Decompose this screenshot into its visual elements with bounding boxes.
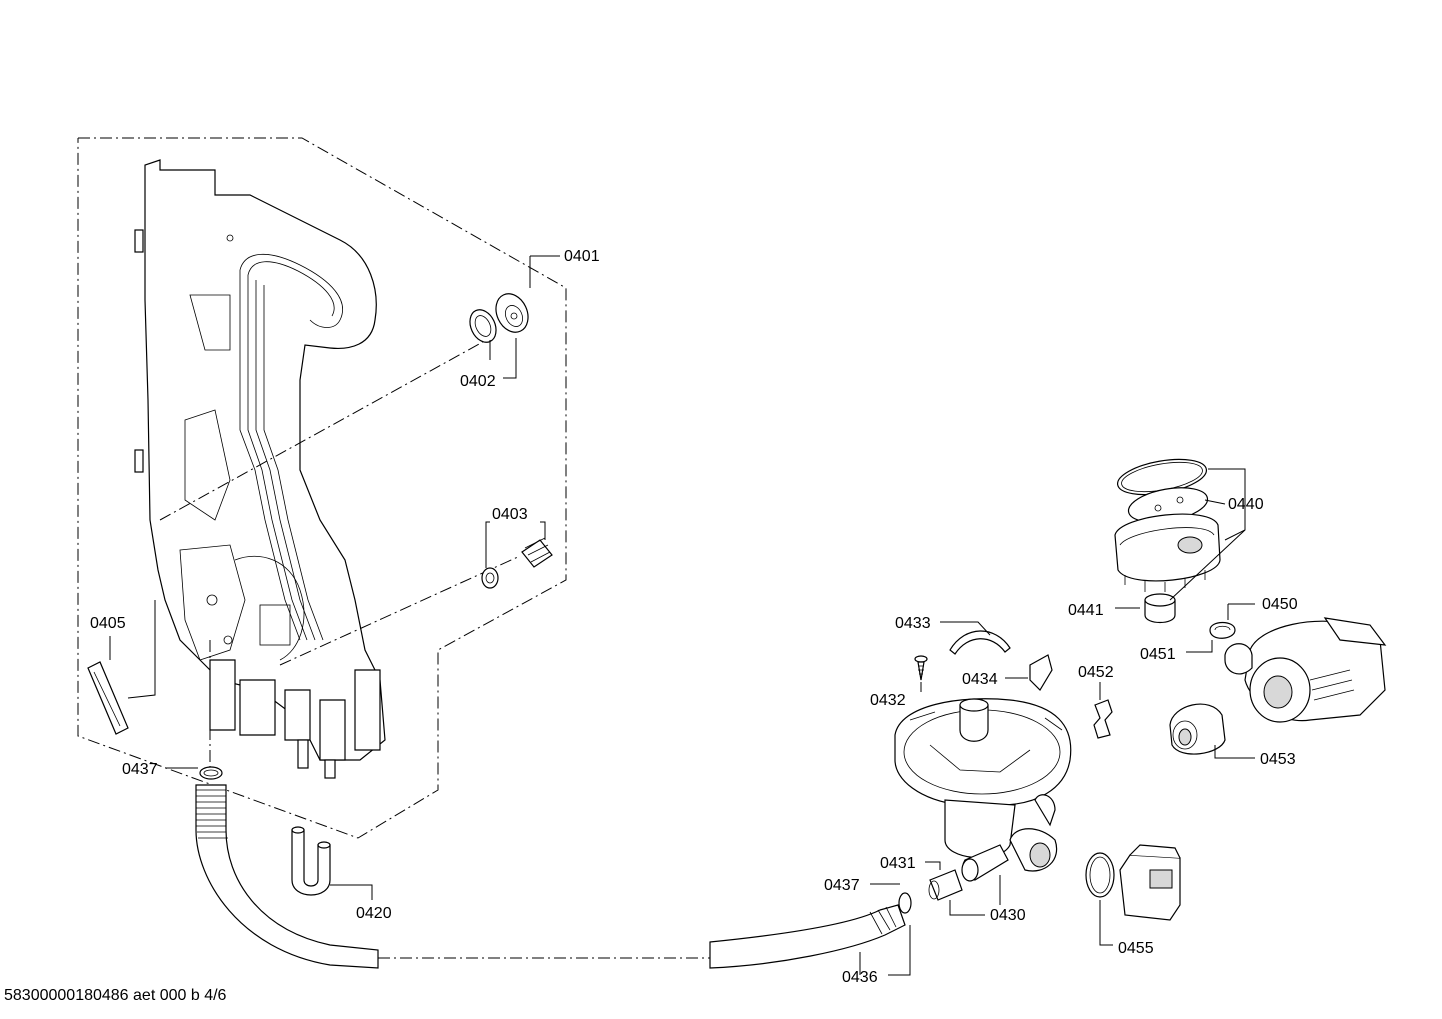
- clip-0452: [1093, 699, 1113, 739]
- label-0405: 0405: [90, 615, 126, 632]
- drain-hose: [195, 784, 906, 969]
- label-0401: 0401: [564, 248, 600, 265]
- sensor-0441: [1144, 593, 1176, 624]
- label-0452: 0452: [1078, 664, 1114, 681]
- housing-0440: [1114, 513, 1221, 592]
- u-tube-0420: [291, 826, 331, 896]
- nut-0431: [928, 869, 963, 901]
- fitting-0403: [481, 537, 553, 589]
- label-0437-left: 0437: [122, 761, 158, 778]
- clip-0405: [87, 661, 129, 735]
- label-0440: 0440: [1228, 496, 1264, 513]
- sump-0430: [894, 698, 1072, 882]
- label-0431: 0431: [880, 855, 916, 872]
- label-0402: 0402: [460, 373, 496, 390]
- clip-0434: [1029, 654, 1053, 691]
- seal-0455: [1085, 852, 1115, 898]
- label-0433: 0433: [895, 615, 931, 632]
- label-0437-right: 0437: [824, 877, 860, 894]
- label-0434: 0434: [962, 671, 998, 688]
- ring-0437-right: [898, 892, 912, 914]
- label-0432: 0432: [870, 692, 906, 709]
- clamp-0451: [1209, 621, 1236, 639]
- label-0430: 0430: [990, 907, 1026, 924]
- label-0403: 0403: [492, 506, 528, 523]
- label-0451: 0451: [1140, 646, 1176, 663]
- screw-0432: [914, 655, 928, 681]
- label-0453: 0453: [1260, 751, 1296, 768]
- label-0420: 0420: [356, 905, 392, 922]
- label-0455: 0455: [1118, 940, 1154, 957]
- assembly-boundary: [77, 137, 567, 839]
- heater-0455: [1119, 844, 1181, 921]
- label-0441: 0441: [1068, 602, 1104, 619]
- seal-0433: [949, 630, 1011, 655]
- side-panel-0401: [134, 159, 386, 779]
- connector-0453: [1169, 703, 1226, 755]
- pump-0450: [1224, 617, 1387, 723]
- ring-0437-left: [199, 766, 223, 780]
- label-0436: 0436: [842, 969, 878, 986]
- valve-0401: [495, 293, 529, 333]
- drawing-reference: 58300000180486 aet 000 b 4/6: [4, 987, 227, 1004]
- label-0450: 0450: [1262, 596, 1298, 613]
